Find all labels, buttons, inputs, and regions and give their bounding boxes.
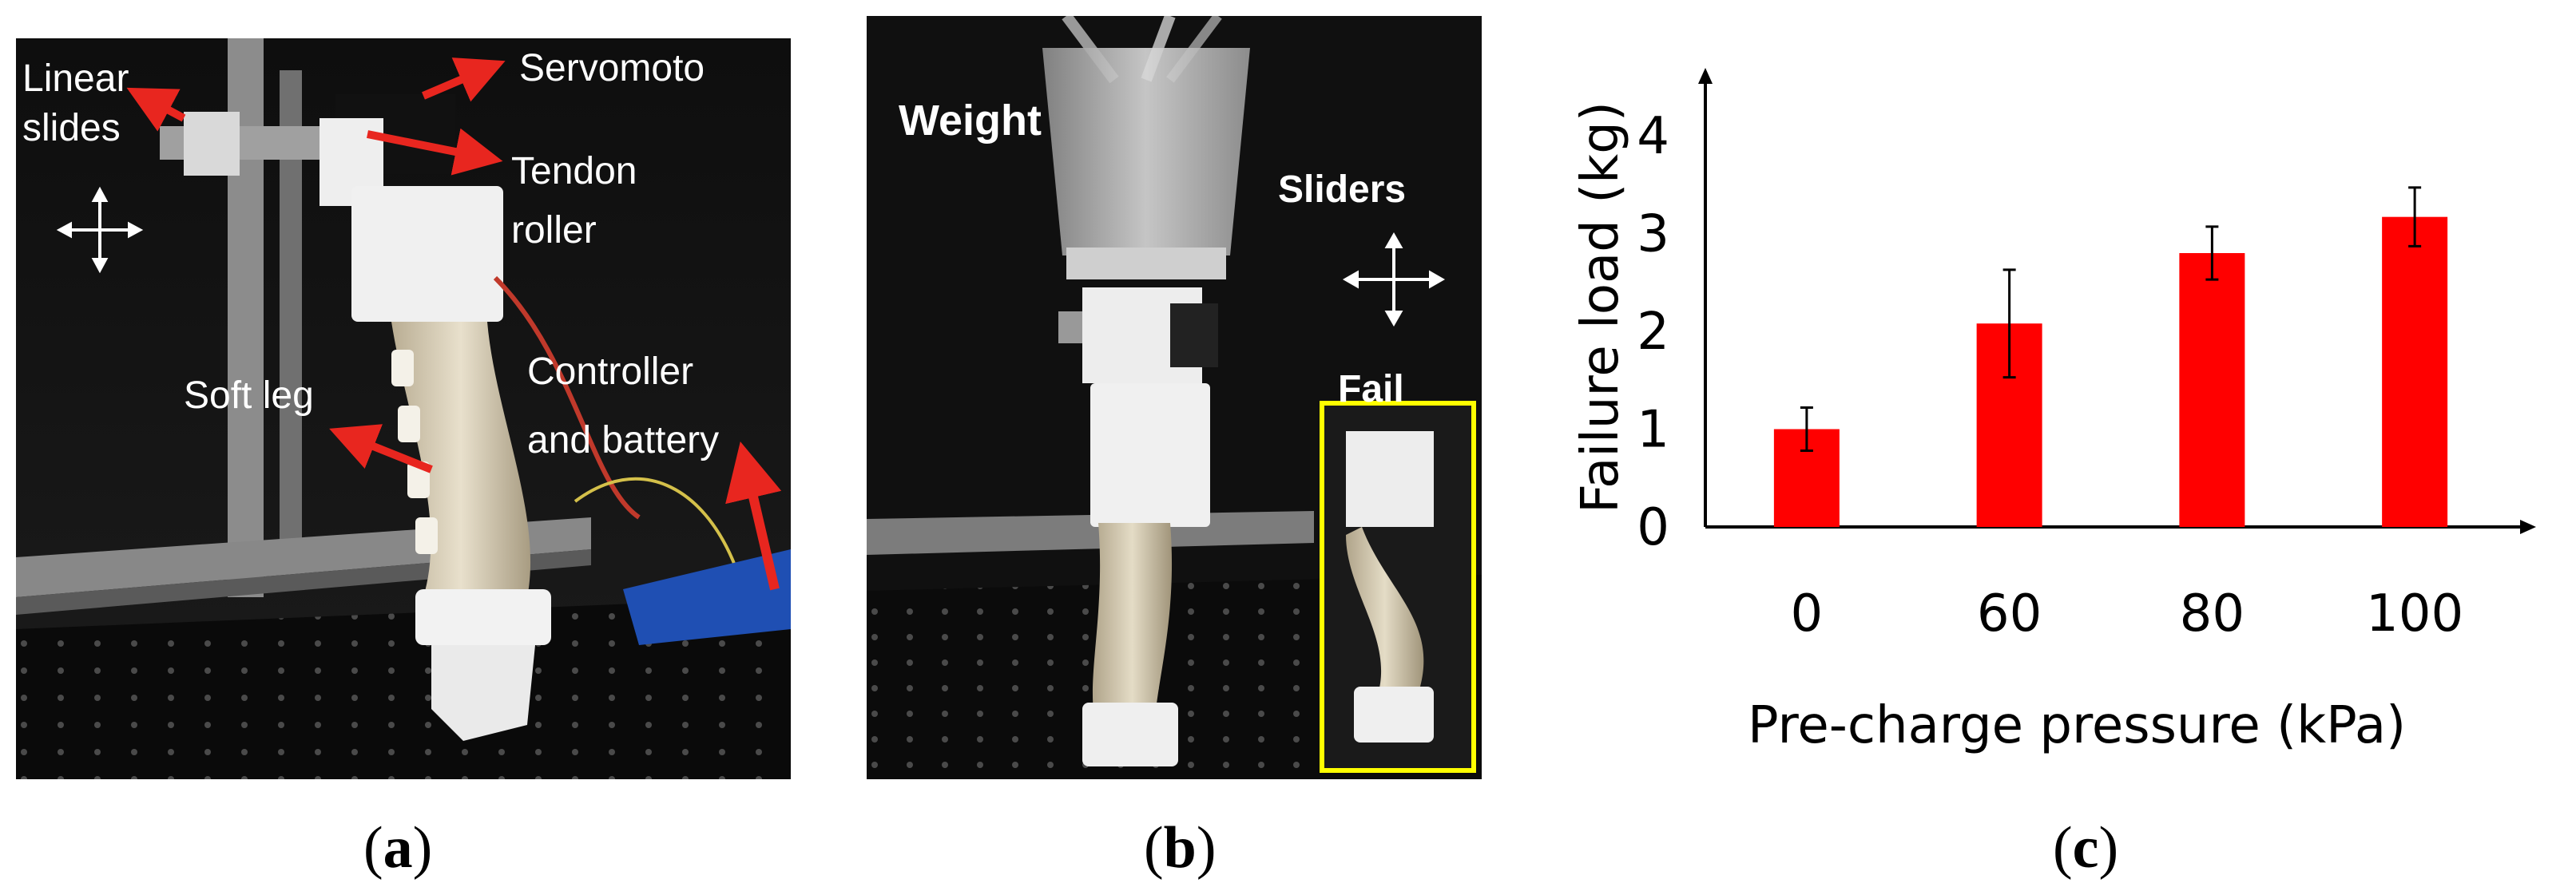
chart-error-bars: [1800, 186, 2422, 452]
panel-a-letter: a: [383, 815, 413, 881]
label-controller-battery: Controller and battery: [527, 350, 720, 461]
panel-a-open: (: [363, 815, 383, 881]
y-axis-arrowhead: [1698, 68, 1713, 84]
failure-load-bar-chart: 0 1 2 3 4 0 60 80 100 Failure load (kg) Pre-cha…: [1571, 68, 2536, 755]
chart-x-axis-label: Pre-charge pressure (kPa): [1748, 696, 2406, 755]
photo-failure-test: Weight Sliders Fail: [867, 16, 1482, 779]
label-tendon-roller: Tendon roller: [511, 150, 637, 251]
photo-soft-leg-setup: Linear slides Servomoto Tendon roller So…: [16, 38, 791, 779]
panel-c-open: (: [2053, 815, 2073, 881]
photo-a-drawing: [16, 38, 791, 779]
panel-b-letter: b: [1163, 815, 1197, 881]
x-tick-80: 80: [2180, 584, 2245, 644]
x-tick-60: 60: [1977, 584, 2042, 644]
chart-bars: [1773, 216, 2448, 527]
y-tick-3: 3: [1637, 205, 1669, 264]
bar-80: [2179, 253, 2245, 527]
bar-100: [2382, 216, 2448, 527]
x-axis-arrowhead: [2520, 520, 2536, 534]
label-soft-leg: Soft leg: [184, 374, 314, 417]
label-weight: Weight: [899, 97, 1042, 145]
y-tick-4: 4: [1637, 107, 1669, 166]
label-fail: Fail: [1338, 368, 1404, 410]
y-tick-0: 0: [1637, 498, 1669, 557]
photo-b-drawing: [867, 16, 1482, 779]
panel-b-close: ): [1196, 815, 1217, 881]
label-linear-slides: Linear slides: [22, 57, 129, 149]
chart-x-tick-labels: 0 60 80 100: [1791, 584, 2464, 644]
label-sliders: Sliders: [1278, 168, 1407, 211]
y-tick-1: 1: [1637, 401, 1669, 460]
panel-label-a: (a): [363, 814, 432, 882]
panel-label-c: (c): [2053, 814, 2118, 882]
panel-label-b: (b): [1144, 814, 1216, 882]
y-tick-2: 2: [1637, 303, 1669, 362]
label-servomotor: Servomoto: [519, 47, 705, 89]
panel-b-open: (: [1144, 815, 1164, 881]
panel-c-close: ): [2098, 815, 2119, 881]
x-tick-0: 0: [1791, 584, 1824, 644]
chart-y-tick-labels: 0 1 2 3 4: [1637, 107, 1669, 557]
x-tick-100: 100: [2366, 584, 2463, 644]
chart-y-axis-label: Failure load (kg): [1571, 101, 1630, 513]
panel-a-close: ): [412, 815, 433, 881]
panel-c-letter: c: [2072, 815, 2099, 881]
